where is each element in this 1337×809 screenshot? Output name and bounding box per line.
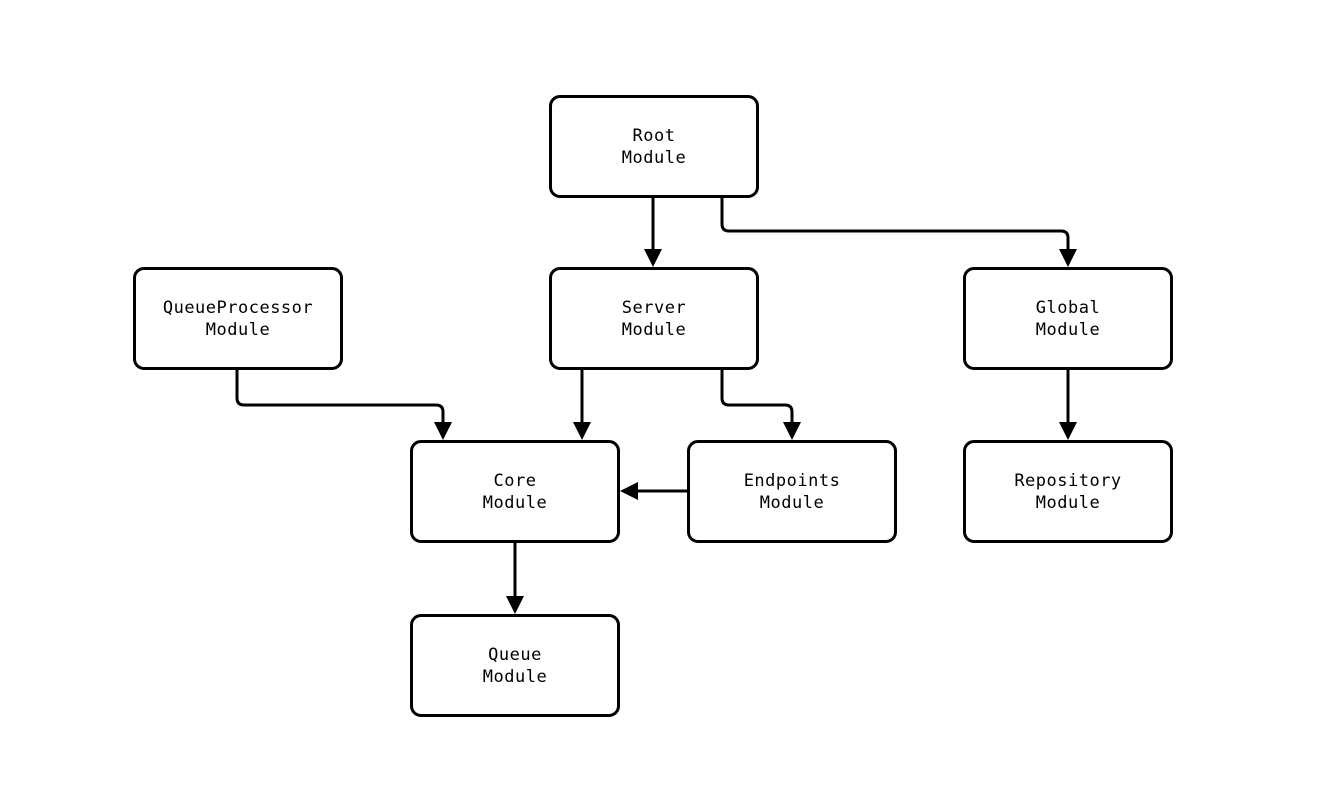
- arrowhead-global-repository: [1059, 422, 1077, 440]
- node-label-server: Server Module: [621, 297, 687, 340]
- arrowhead-endpoints-core: [620, 482, 638, 500]
- edge-endpoints-core: [620, 482, 687, 500]
- edge-line-queueprocessor-core: [235, 370, 445, 428]
- arrowhead-server-endpoints: [783, 422, 801, 440]
- node-label-root: Root Module: [621, 125, 687, 168]
- node-endpoints[interactable]: Endpoints Module: [687, 440, 897, 543]
- arrowhead-server-core: [573, 422, 591, 440]
- node-core[interactable]: Core Module: [410, 440, 620, 543]
- node-repository[interactable]: Repository Module: [963, 440, 1173, 543]
- node-root[interactable]: Root Module: [549, 95, 759, 198]
- node-label-global: Global Module: [1035, 297, 1101, 340]
- edge-global-repository: [1059, 370, 1077, 440]
- node-label-endpoints: Endpoints Module: [743, 470, 841, 513]
- arrowhead-queueprocessor-core: [434, 422, 452, 440]
- edge-core-queue: [506, 543, 524, 614]
- node-label-queue: Queue Module: [482, 644, 548, 687]
- node-queueprocessor[interactable]: QueueProcessor Module: [133, 267, 343, 370]
- node-label-repository: Repository Module: [1014, 470, 1122, 513]
- node-label-queueprocessor: QueueProcessor Module: [162, 297, 314, 340]
- edge-line-root-global: [720, 198, 1070, 255]
- edge-queueprocessor-core: [235, 370, 452, 440]
- arrowhead-core-queue: [506, 596, 524, 614]
- node-queue[interactable]: Queue Module: [410, 614, 620, 717]
- node-label-core: Core Module: [482, 470, 548, 513]
- edge-server-endpoints: [720, 370, 801, 440]
- node-global[interactable]: Global Module: [963, 267, 1173, 370]
- edge-root-global: [720, 198, 1077, 267]
- node-server[interactable]: Server Module: [549, 267, 759, 370]
- edge-root-server: [644, 198, 662, 267]
- edge-line-server-endpoints: [720, 370, 794, 428]
- arrowhead-root-server: [644, 249, 662, 267]
- edge-server-core: [573, 370, 591, 440]
- arrowhead-root-global: [1059, 249, 1077, 267]
